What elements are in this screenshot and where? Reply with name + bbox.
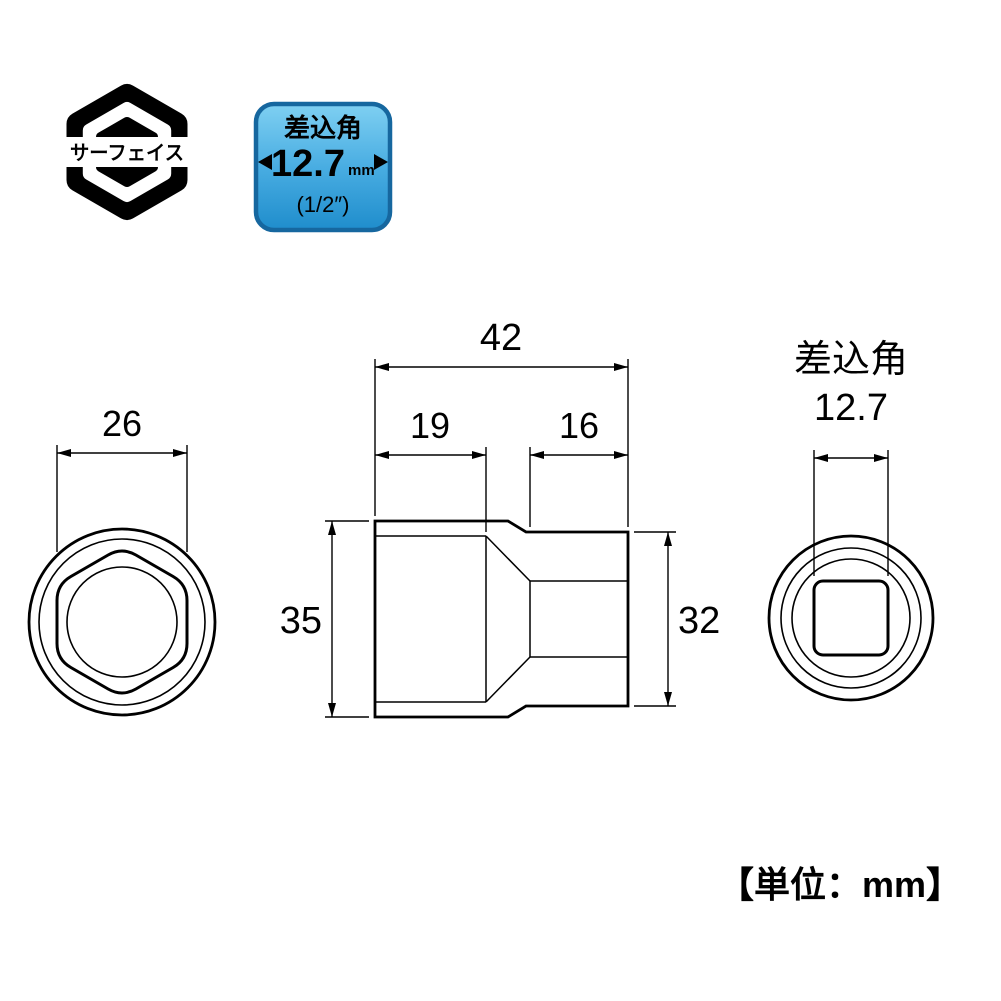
front-hex-bore <box>55 549 189 695</box>
badge-fraction: (1/2″) <box>296 192 349 217</box>
dim-drive-od-label: 32 <box>678 600 720 642</box>
front-view: 26 <box>27 403 217 717</box>
badge-background <box>253 101 393 233</box>
badge-unit: mm <box>348 162 375 179</box>
dim-drive-length <box>529 447 628 527</box>
dim-total-length <box>374 359 629 527</box>
front-bore-bottom-circle <box>66 566 178 678</box>
surface-logo-text: サーフェイス <box>70 143 184 165</box>
badge-value: 12.7 <box>271 143 345 185</box>
logo-text-band <box>66 137 188 167</box>
badge-arrow-right-icon <box>374 154 388 170</box>
side-outline <box>373 519 630 719</box>
dim-drive-od <box>634 531 676 707</box>
side-view: 42 19 16 35 32 <box>280 317 720 719</box>
front-chamfer-circle <box>38 538 206 706</box>
side-internal-lines <box>375 535 628 703</box>
unit-note: 【単位：mm】 <box>718 864 962 905</box>
dim-body-od-label: 35 <box>280 600 322 642</box>
badge-title: 差込角 <box>284 113 362 143</box>
drive-chamfer-circle <box>780 547 922 689</box>
drive-outer-circle <box>767 534 935 702</box>
dim-body-od <box>325 520 369 718</box>
surface-logo: サーフェイス <box>66 84 188 220</box>
dim-bore-depth <box>375 447 487 532</box>
drive-title-label: 差込角 <box>794 339 908 381</box>
dim-bore-depth-label: 19 <box>410 405 450 446</box>
front-outer-circle <box>27 527 217 717</box>
dim-front-width <box>56 445 188 552</box>
drive-size-badge: 差込角 12.7 mm (1/2″) <box>253 101 393 233</box>
drive-face-circle <box>791 558 911 678</box>
dim-drive-square <box>813 450 889 576</box>
dim-front-width-label: 26 <box>102 403 142 444</box>
drive-size-label: 12.7 <box>814 387 888 429</box>
dim-drive-length-label: 16 <box>559 405 599 446</box>
badge-arrow-left-icon <box>258 154 272 170</box>
drive-end-view: 差込角 12.7 <box>767 339 935 702</box>
drive-square-hole <box>812 579 890 657</box>
dim-total-length-label: 42 <box>480 317 522 359</box>
